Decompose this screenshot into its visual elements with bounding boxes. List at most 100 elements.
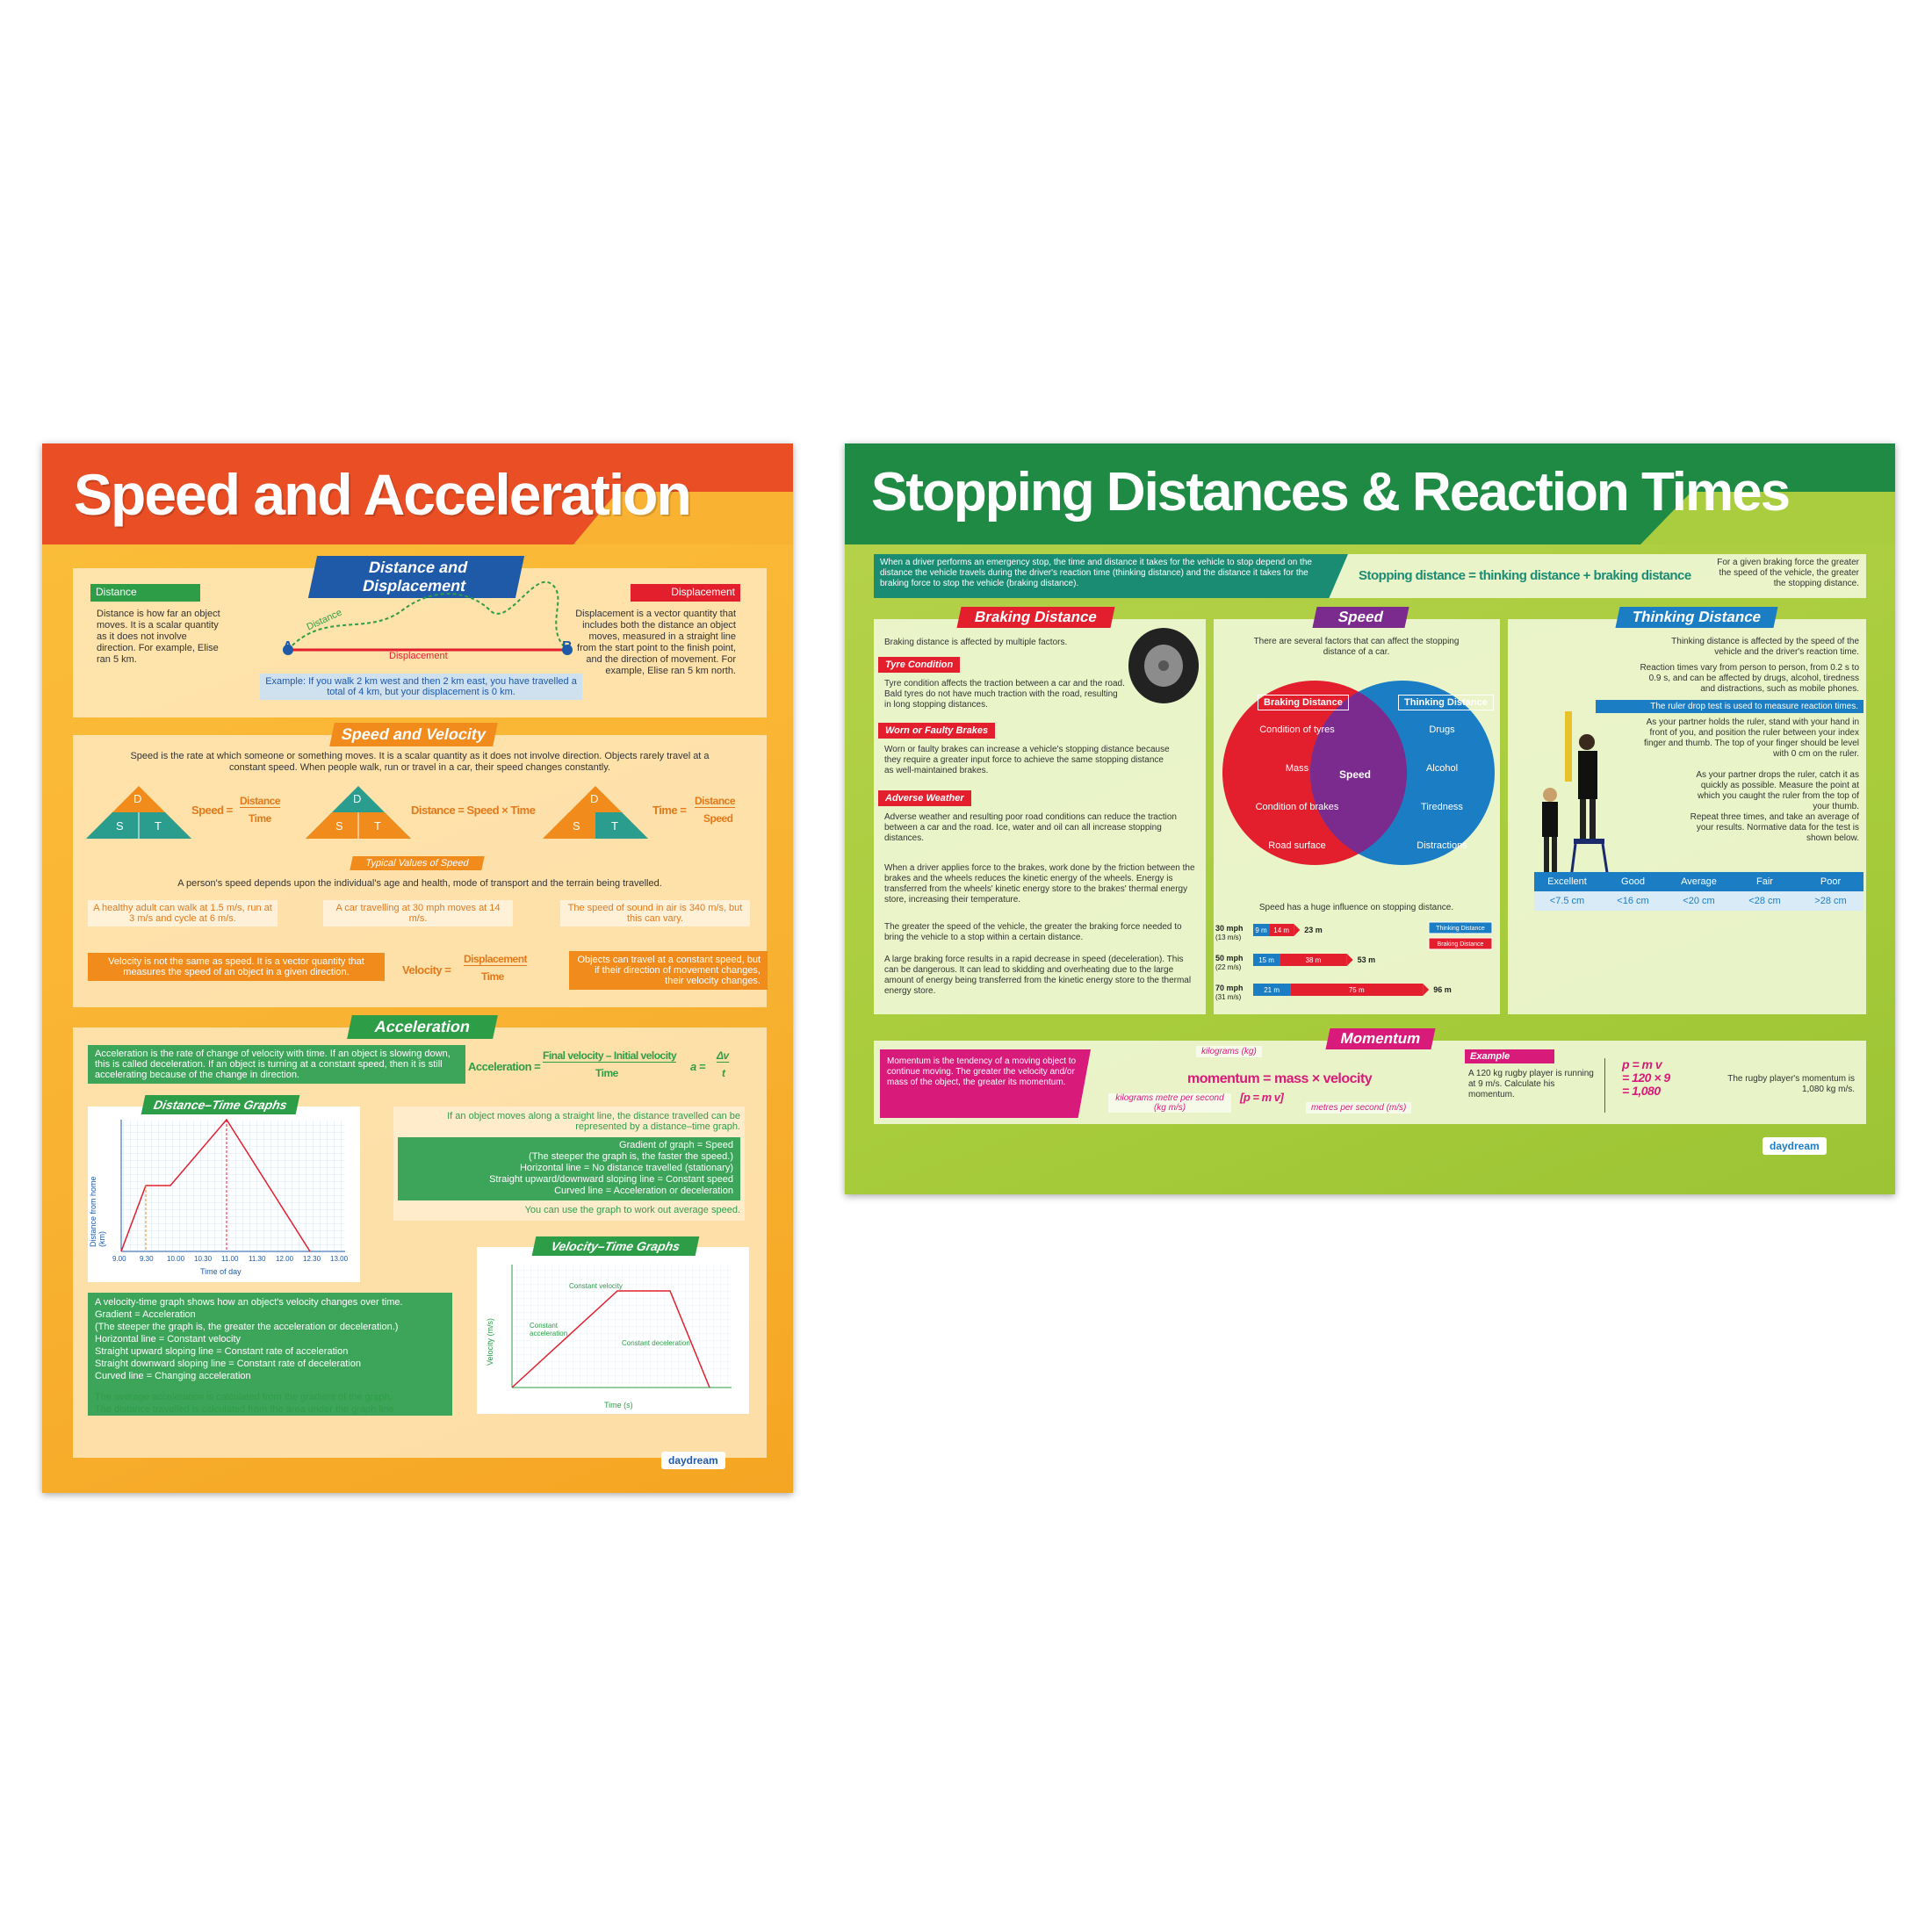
dt-xtick: 11.30: [249, 1255, 266, 1263]
braking-p3: A large braking force results in a rapid…: [884, 955, 1192, 996]
bar-total: 96 m: [1433, 985, 1452, 994]
dt-xlabel: Time of day: [200, 1267, 242, 1276]
daydream-logo: daydream: [661, 1452, 725, 1469]
dt-xtick: 13.00: [330, 1255, 349, 1263]
example-answer: The rugby player's momentum is 1,080 kg …: [1727, 1074, 1855, 1094]
bar-category-sub: (13 m/s): [1215, 934, 1242, 941]
dt-average: You can use the graph to work out averag…: [524, 1205, 740, 1215]
dt-xtick: 10.00: [167, 1255, 185, 1263]
line-label: Displacement: [389, 651, 448, 661]
tri-t: T: [155, 819, 162, 833]
unit-ms: metres per second (m/s): [1306, 1102, 1412, 1114]
vt-rule: Straight downward sloping line = Constan…: [95, 1359, 361, 1369]
venn-diagram: [1222, 681, 1495, 865]
chart-caption: Speed has a huge influence on stopping d…: [1258, 903, 1454, 912]
momentum-equation-symbols: [p = m v]: [1240, 1091, 1284, 1104]
dt-xtick: 10.30: [194, 1255, 213, 1263]
example-text: A 120 kg rugby player is running at 9 m/…: [1468, 1069, 1594, 1099]
dt-xtick: 11.00: [221, 1255, 239, 1263]
bar-total: 53 m: [1358, 955, 1376, 964]
vt-intro: A velocity-time graph shows how an objec…: [95, 1297, 403, 1308]
momentum-heading: Momentum: [1325, 1028, 1436, 1049]
norm-value: <7.5 cm: [1549, 896, 1585, 906]
norm-value: <16 cm: [1617, 896, 1649, 906]
thinking-distance-head: Thinking Distance: [1398, 695, 1494, 710]
point-b: B: [562, 639, 573, 654]
dt-rule: Curved line = Acceleration or decelerati…: [554, 1186, 733, 1196]
formula-time-lhs: Time =: [652, 804, 687, 817]
brakes-label: Worn or Faulty Brakes: [878, 723, 996, 739]
vt-rule: Straight upward sloping line = Constant …: [95, 1346, 349, 1357]
thinking-p2: Reaction times vary from person to perso…: [1640, 663, 1859, 694]
braking-p2: The greater the speed of the vehicle, th…: [884, 922, 1182, 942]
typical-values-heading: Typical Values of Speed: [350, 856, 485, 870]
accel-num: Final velocity – Initial velocity: [543, 1049, 677, 1063]
thinking-p4: As your partner drops the ruler, catch i…: [1696, 770, 1859, 811]
legend-label: Thinking Distance: [1436, 926, 1485, 932]
braking-distance-head: Braking Distance: [1258, 695, 1349, 710]
speed-heading: Speed: [1312, 607, 1409, 628]
factor: Distractions: [1417, 840, 1467, 851]
tri-s: S: [335, 819, 343, 833]
point-a: A: [283, 639, 293, 654]
norm-value: <20 cm: [1683, 896, 1715, 906]
thinking-factors: Drugs Alcohol Tiredness Distractions: [1389, 724, 1495, 879]
dt-xtick: 12.30: [303, 1255, 321, 1263]
vt-ylabel: Velocity (m/s): [486, 1317, 494, 1366]
speed-acceleration-poster: Speed and Acceleration Distance and Disp…: [42, 443, 793, 1493]
dt-xtick: 9.30: [140, 1255, 154, 1263]
norm-value: <28 cm: [1748, 896, 1781, 906]
formula-speed-den: Time: [249, 812, 271, 825]
bar-arrow: [1294, 924, 1301, 936]
thinking-p1: Thinking distance is affected by the spe…: [1671, 637, 1859, 657]
factor: Condition of brakes: [1255, 802, 1339, 812]
tyre-label: Tyre Condition: [878, 657, 961, 673]
bar-category-sub: (22 m/s): [1215, 963, 1242, 971]
vt-rules: A velocity-time graph shows how an objec…: [88, 1293, 452, 1416]
tri-d: D: [353, 792, 362, 805]
velocity-lhs: Velocity =: [402, 963, 451, 977]
vt-label-deceleration: Constant deceleration: [622, 1339, 690, 1347]
displacement-text: Displacement is a vector quantity that i…: [575, 609, 736, 676]
formula-speed-lhs: Speed =: [191, 804, 233, 817]
accel-dv: Δv: [717, 1049, 729, 1063]
typical-car: A car travelling at 30 mph moves at 14 m…: [323, 900, 513, 926]
distance-time-graph: [120, 1118, 345, 1252]
ruler-norms-table: Excellent Good Average Fair Poor <7.5 cm…: [1534, 872, 1864, 911]
bar-arrow: [1346, 954, 1353, 966]
dt-rule: Horizontal line = No distance travelled …: [519, 1163, 733, 1173]
vt-note-1: The average acceleration is calculated f…: [95, 1392, 393, 1402]
dt-rule: (The steeper the graph is, the faster th…: [529, 1151, 733, 1162]
tri-s: S: [573, 819, 580, 833]
example-box: Example: If you walk 2 km west and then …: [260, 674, 582, 700]
bar-category: 50 mph: [1215, 954, 1244, 962]
poster-title: Stopping Distances & Reaction Times: [871, 462, 1791, 523]
velocity-text: Velocity is not the same as speed. It is…: [88, 953, 385, 981]
bar-total: 23 m: [1304, 926, 1323, 934]
bar-label: 14 m: [1273, 926, 1289, 934]
momentum-definition: Momentum is the tendency of a moving obj…: [880, 1049, 1091, 1118]
daydream-logo: daydream: [1763, 1137, 1827, 1155]
distance-label: Distance: [90, 584, 200, 602]
displacement-diagram: [283, 580, 573, 655]
velocity-num: Displacement: [464, 953, 528, 966]
momentum-equation: momentum = mass × velocity: [1187, 1071, 1373, 1086]
distance-text: Distance is how far an object moves. It …: [97, 609, 220, 665]
bar-segment: [1280, 954, 1347, 966]
poster-title: Speed and Acceleration: [74, 462, 692, 527]
bar-category: 70 mph: [1215, 984, 1244, 992]
formula-distance: Distance = Speed × Time: [411, 804, 536, 817]
weather-text: Adverse weather and resulting poor road …: [884, 812, 1177, 843]
typical-sound: The speed of sound in air is 340 m/s, bu…: [560, 900, 750, 926]
vt-label-velocity: Constant velocity: [569, 1282, 623, 1290]
poster-header: [845, 443, 1895, 544]
tyre-image: [1128, 628, 1199, 703]
norm-head: Poor: [1820, 876, 1842, 887]
section-heading: Acceleration: [347, 1015, 498, 1039]
tyre-text: Tyre condition affects the traction betw…: [884, 679, 1125, 710]
dt-xtick: 12.00: [276, 1255, 294, 1263]
accel-t: t: [722, 1067, 725, 1079]
dst-triangles: [86, 786, 648, 839]
